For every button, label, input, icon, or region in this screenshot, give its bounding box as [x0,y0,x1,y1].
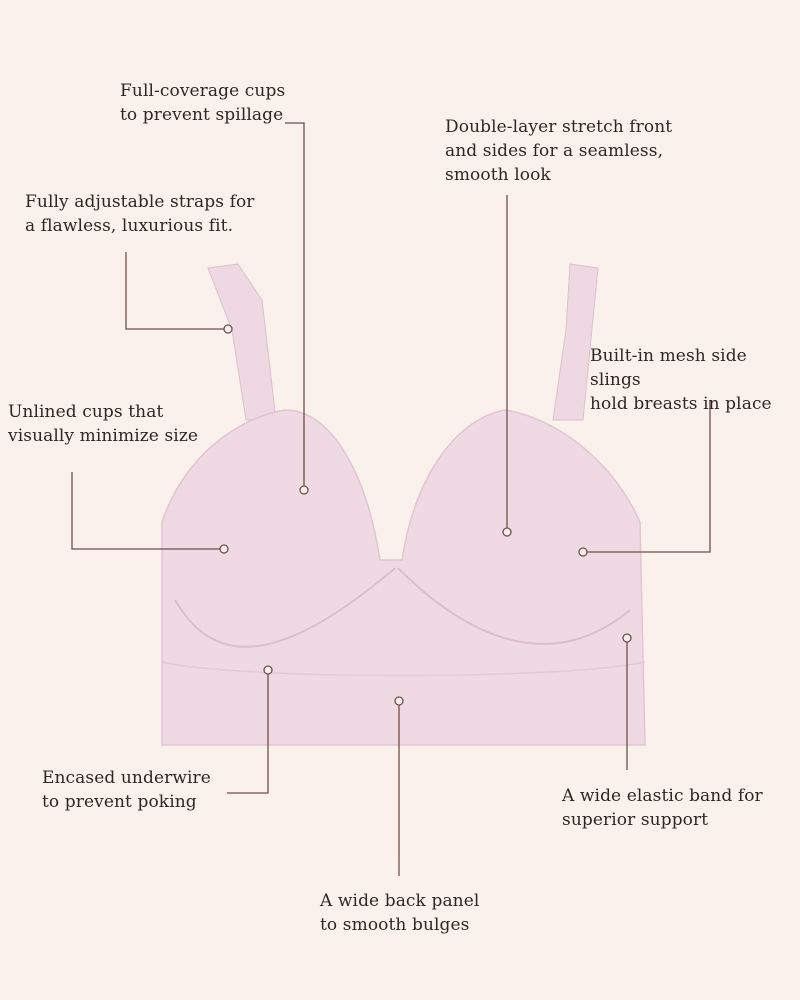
leader-underwire [227,670,269,794]
callout-encased-underwire: Encased underwire to prevent poking [42,768,211,812]
left-strap [207,263,277,421]
callout-unlined-cups: Unlined cups that visually minimize size [8,402,199,446]
callout-wide-back-panel: A wide back panel to smooth bulges [320,891,480,935]
callout-wide-elastic-band: A wide elastic band for superior support [562,786,763,830]
callout-full-coverage-cups: Full-coverage cups to prevent spillage [120,81,286,125]
leader-cups [285,122,305,490]
leader-slings [583,400,711,553]
leader-straps [125,252,228,330]
dot-panel [394,696,404,706]
dot-band [622,633,632,643]
dot-unlined [219,544,229,554]
callout-mesh-side-slings: Built-in mesh side slings hold breasts i… [590,346,772,414]
right-strap [552,263,599,421]
callout-double-layer-front: Double-layer stretch front and sides for… [445,117,673,185]
dot-cups [299,485,309,495]
right-underwire [397,567,631,645]
leader-lines [71,122,711,876]
bra-body [161,409,646,746]
dot-straps [223,324,233,334]
callout-adjustable-straps: Fully adjustable straps for a flawless, … [25,192,255,236]
dot-slings [578,547,588,557]
bra-illustration [161,263,646,746]
left-underwire [174,567,396,648]
dot-underwire [263,665,273,675]
leader-unlined [71,472,224,550]
marker-dots [219,324,632,706]
dot-stretch [502,527,512,537]
band-seam [161,661,646,677]
